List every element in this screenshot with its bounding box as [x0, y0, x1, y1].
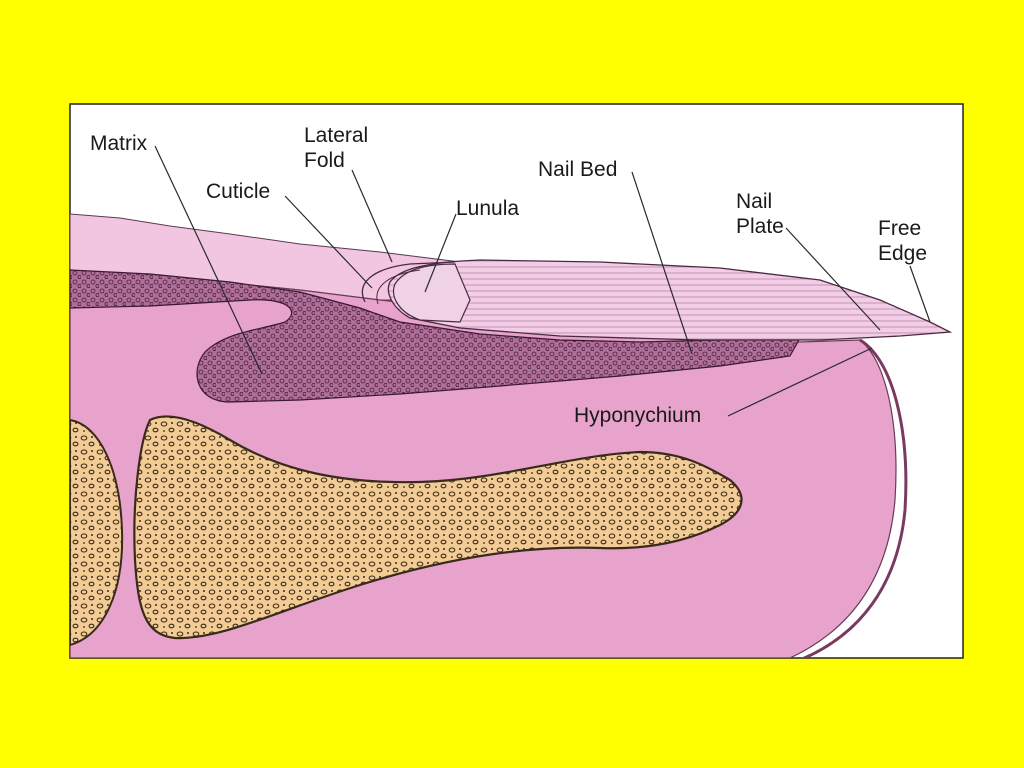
label-hyponychium: Hyponychium	[574, 404, 701, 427]
matrix-leader	[154, 145, 263, 375]
lunula-leader	[424, 213, 457, 293]
lateral-fold-leader	[351, 169, 393, 263]
distal-phalanx-bone	[133, 415, 743, 640]
label-lateral-fold-line2: Fold	[304, 149, 345, 172]
leader-lines	[154, 145, 931, 417]
cuticle-leader	[284, 195, 373, 289]
hyponychium-leader	[727, 347, 873, 417]
nail-plate-leader	[785, 227, 881, 331]
label-nail-bed: Nail Bed	[538, 158, 617, 181]
label-nail-plate-line2: Plate	[736, 215, 784, 238]
label-matrix: Matrix	[90, 132, 148, 155]
cuticle-arc-inner	[376, 269, 421, 305]
label-lateral-fold-line1: Lateral	[304, 124, 368, 147]
label-free-edge-line2: Edge	[878, 242, 927, 265]
label-free-edge-line1: Free	[878, 217, 921, 240]
skin-edge	[800, 338, 908, 658]
label-cuticle: Cuticle	[206, 180, 270, 203]
cuticle-arc	[361, 261, 456, 303]
nail-bed-leader	[631, 171, 693, 355]
free-edge-leader	[909, 265, 931, 323]
labels: Matrix Lateral Fold Cuticle Lunula Nail …	[90, 124, 927, 427]
label-nail-plate-line1: Nail	[736, 190, 772, 213]
middle-phalanx-bone	[70, 418, 124, 647]
label-lunula: Lunula	[456, 197, 519, 220]
